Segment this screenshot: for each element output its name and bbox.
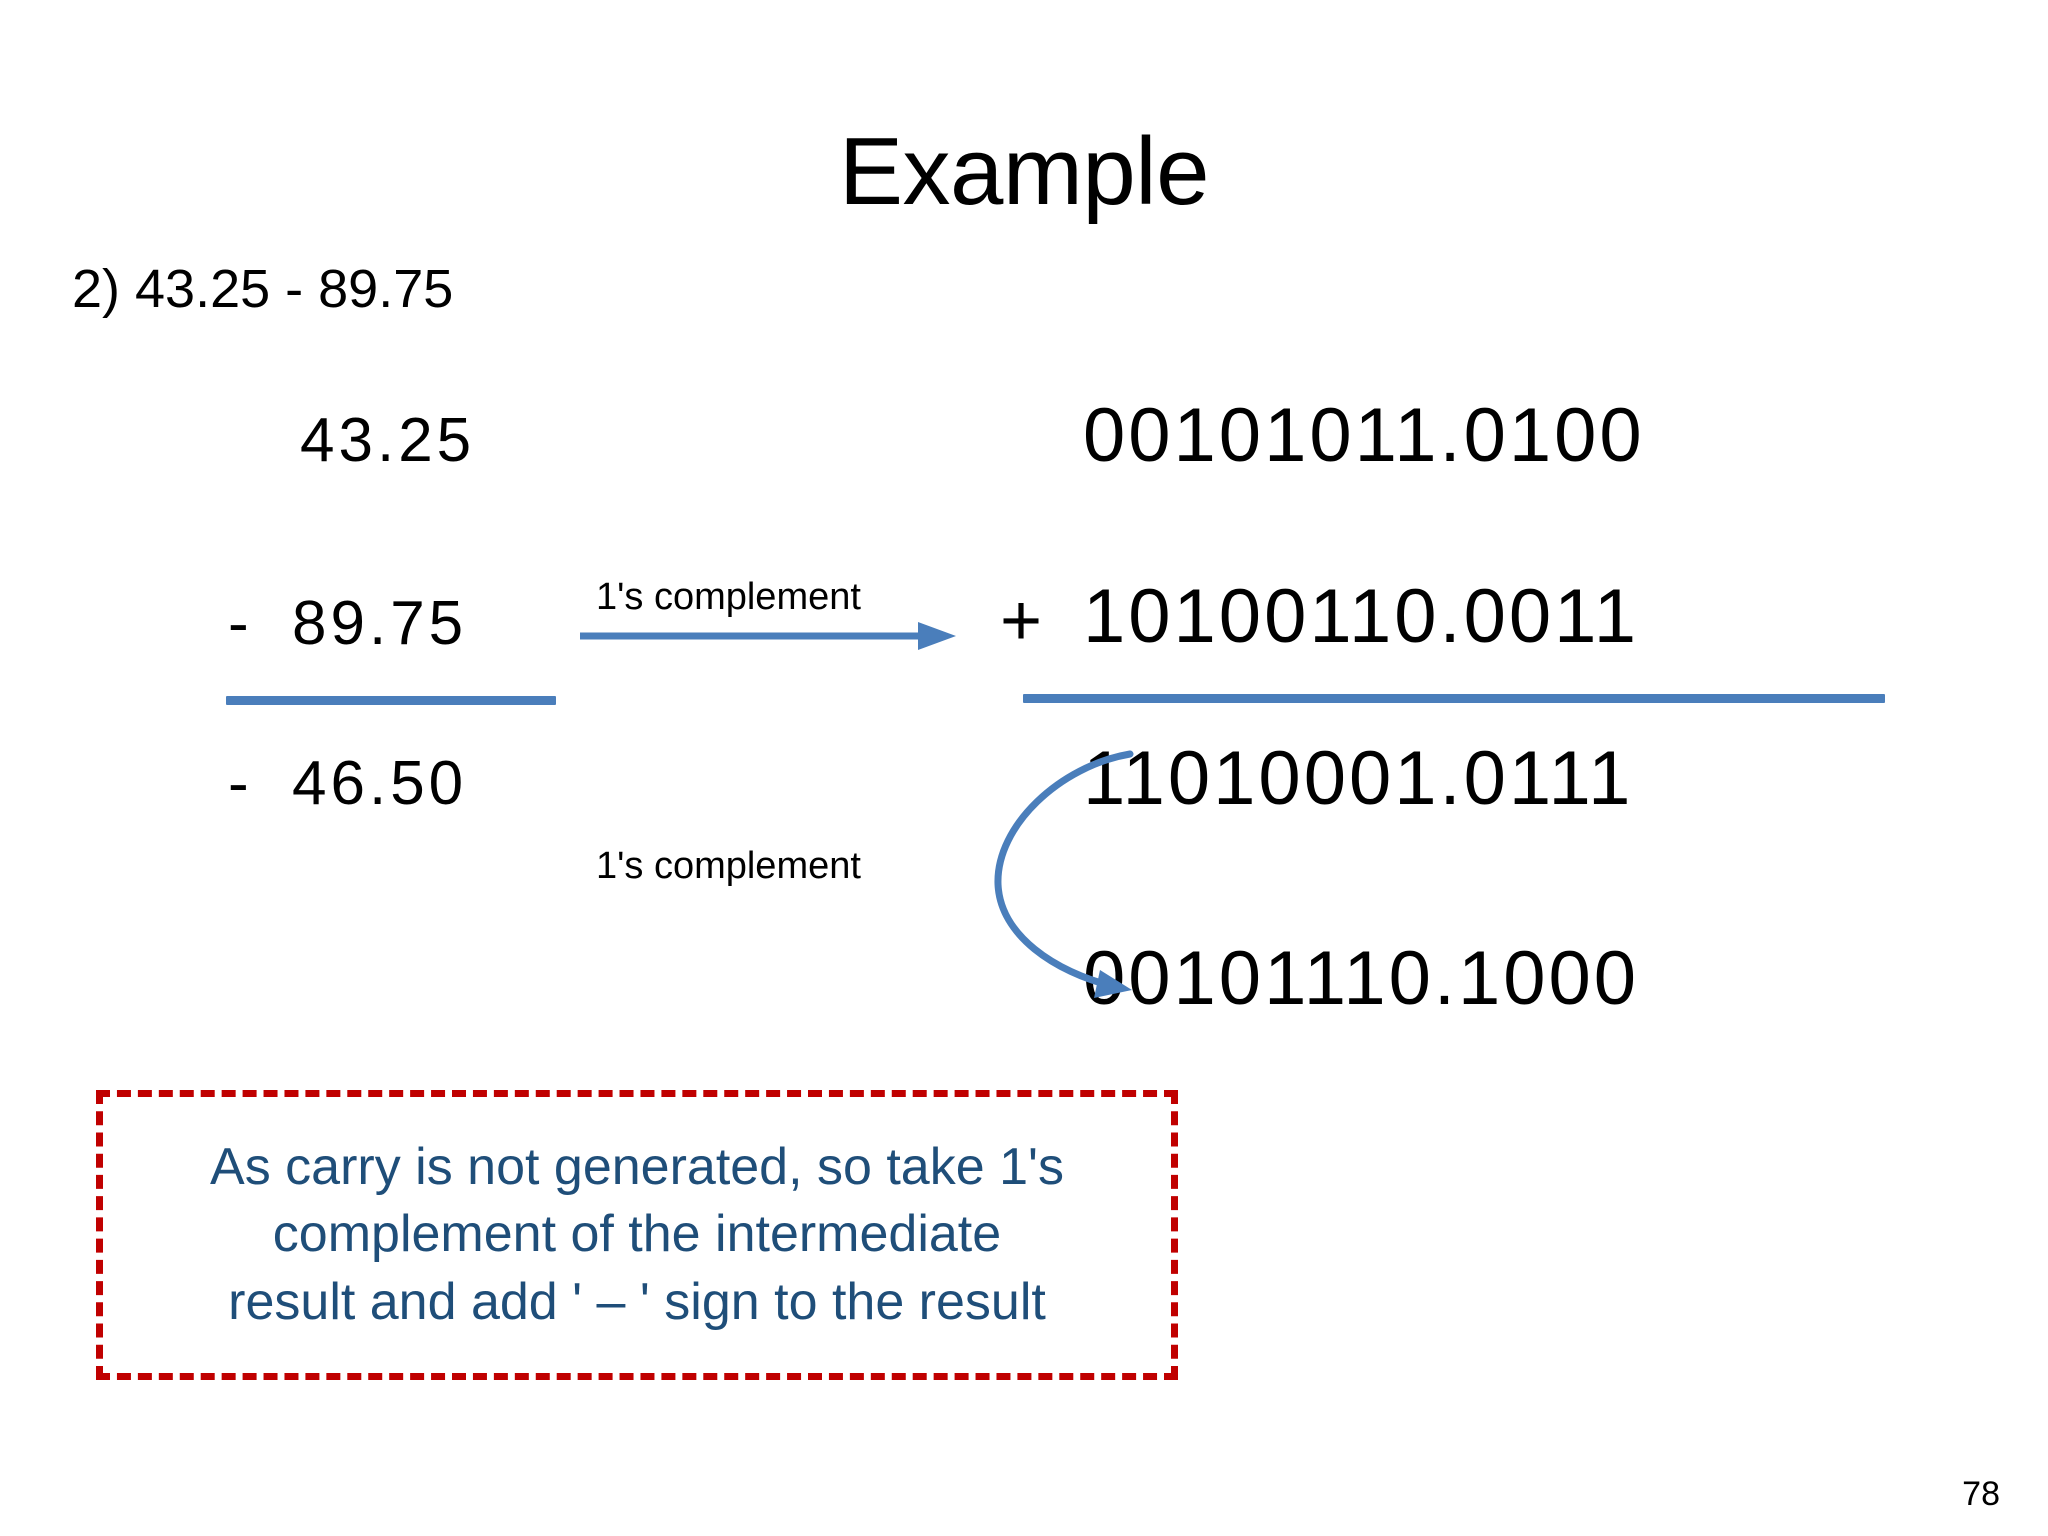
binary-operand-2: 10100110.0011: [1083, 574, 1640, 659]
decimal-subtrahend-value: 89.75: [292, 589, 468, 658]
binary-intermediate-result: 11010001.0111: [1083, 736, 1634, 821]
decimal-subtrahend-row: -89.75: [228, 588, 467, 659]
note-line-2: complement of the intermediate: [272, 1205, 1002, 1264]
note-line-1: As carry is not generated, so take 1's: [210, 1137, 1064, 1196]
problem-statement: 2) 43.25 - 89.75: [72, 259, 454, 319]
binary-plus-operator: +: [1000, 581, 1043, 661]
decimal-result-sign: -: [228, 749, 253, 818]
decimal-subtrahend-sign: -: [228, 589, 253, 658]
binary-final-result: 00101110.1000: [1083, 936, 1640, 1021]
decimal-result-value: 46.50: [292, 749, 468, 818]
complement-label-bottom: 1's complement: [596, 845, 861, 887]
decimal-minuend: 43.25: [300, 406, 476, 475]
binary-operand-1: 00101011.0100: [1083, 393, 1645, 478]
page-title: Example: [839, 118, 1210, 225]
decimal-divider-rule: [226, 696, 556, 705]
page-number: 78: [1962, 1475, 2000, 1513]
note-callout: As carry is not generated, so take 1's c…: [96, 1090, 1178, 1380]
binary-divider-rule: [1023, 694, 1885, 703]
decimal-result-row: -46.50: [228, 748, 467, 819]
straight-arrow-icon: [580, 622, 956, 650]
note-line-3: result and add ' – ' sign to the result: [228, 1272, 1046, 1331]
curved-arrow-icon: [994, 750, 1134, 998]
complement-label-top: 1's complement: [596, 576, 861, 618]
